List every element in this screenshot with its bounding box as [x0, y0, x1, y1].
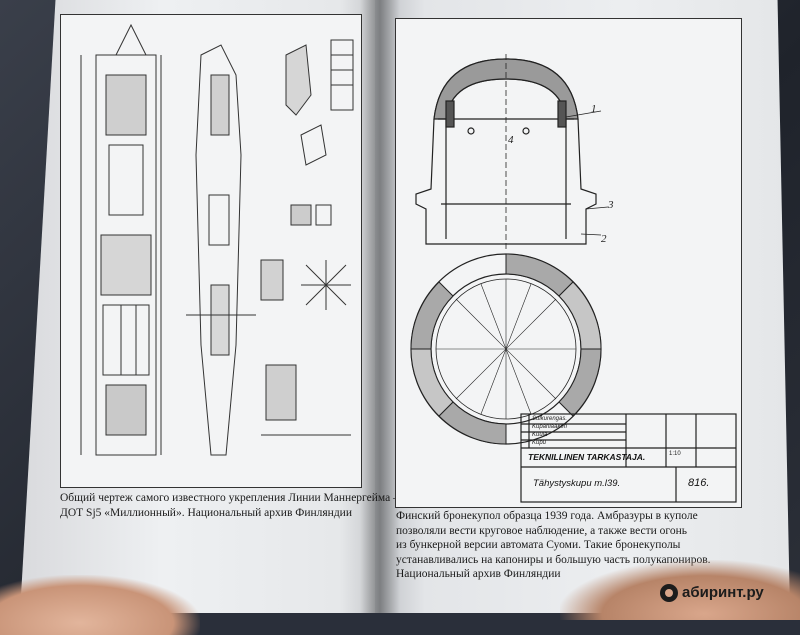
right-caption-line-5: Национальный архив Финляндии	[396, 568, 561, 580]
part-row-1: Sulkurengas.	[532, 416, 568, 422]
part-row-2: Kuparilaakeri	[532, 424, 568, 430]
callout-1: 1	[591, 103, 597, 115]
parts-list: Sulkurengas. Kuparilaakeri Kuula Kupu	[532, 415, 567, 447]
callout-2: 2	[601, 233, 607, 245]
right-caption-line-1: Финский бронекупол образца 1939 года. Ам…	[396, 510, 698, 522]
part-row-3: Kuula	[532, 432, 548, 438]
labirint-logo-icon	[660, 584, 678, 603]
thumb-right	[560, 560, 800, 620]
book-spine	[360, 0, 400, 613]
title-block-name: Tähystyskupu m.l39.	[533, 478, 621, 489]
bunker-plan-drawing	[80, 23, 354, 456]
right-caption: Финский бронекупол образца 1939 года. Ам…	[396, 509, 746, 582]
thumb-left	[0, 575, 200, 635]
left-caption-line-1: Общий чертеж самого известного укреплени…	[60, 492, 399, 504]
right-caption-line-2: позволяли вести круговое наблюдение, а т…	[396, 524, 687, 537]
title-block-number: 816.	[688, 477, 710, 489]
right-technical-drawing: 1 2 3 4 Sulkurengas. Kuparilaakeri Kuula…	[395, 18, 742, 508]
right-caption-line-3: из бункерной версии автомата Суоми. Таки…	[396, 539, 681, 551]
part-row-4: Kupu	[532, 440, 547, 446]
callout-4: 4	[508, 134, 514, 146]
left-caption-line-2: ДОТ Sj5 «Миллионный». Национальный архив…	[60, 506, 352, 519]
scale-label: 1:10	[669, 451, 681, 457]
left-caption: Общий чертеж самого известного укреплени…	[60, 491, 399, 520]
watermark-text: абиринт.ру	[682, 584, 764, 601]
title-block-title: TEKNILLINEN TARKASTAJA.	[528, 452, 646, 462]
watermark: абиринт.ру	[660, 584, 764, 603]
armored-dome-drawing	[410, 54, 737, 503]
left-technical-drawing	[60, 14, 362, 488]
callout-3: 3	[608, 199, 614, 211]
